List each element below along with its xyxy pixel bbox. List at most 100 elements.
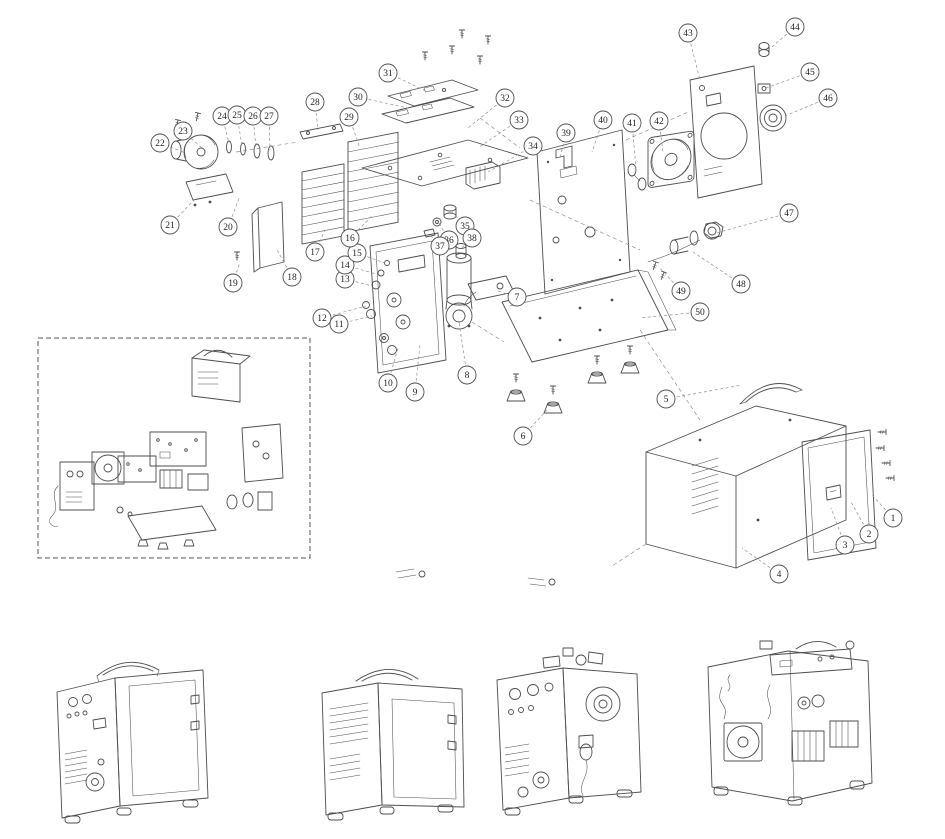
svg-text:44: 44 [790,23,800,33]
svg-text:27: 27 [264,112,274,122]
leader-line-50 [639,311,701,319]
svg-text:30: 30 [353,93,363,103]
torch-connector-art [647,221,724,281]
svg-text:29: 29 [344,113,354,123]
leader-line-13 [344,278,373,287]
svg-text:45: 45 [805,68,815,78]
callout-14: 14 [335,255,355,275]
svg-text:43: 43 [683,29,693,39]
svg-text:26: 26 [248,112,258,122]
top-screws [421,29,492,65]
svg-text:8: 8 [465,371,470,381]
svg-text:31: 31 [383,69,393,79]
callout-1: 1 [883,508,903,528]
svg-text:3: 3 [843,541,848,551]
callout-30: 30 [348,87,368,107]
callout-3: 3 [835,535,855,555]
callout-44: 44 [785,17,805,37]
callout-4: 4 [769,564,789,584]
svg-text:40: 40 [598,116,608,126]
leader-line-23 [182,130,203,149]
svg-text:50: 50 [695,308,705,318]
callout-32: 32 [495,88,515,108]
cooling-fan-art [647,130,695,188]
callout-47: 47 [779,203,799,223]
callout-37: 37 [430,236,450,256]
svg-text:47: 47 [784,209,794,219]
svg-text:13: 13 [340,275,350,285]
callout-19: 19 [223,273,243,293]
svg-text:16: 16 [345,234,355,244]
leader-line-22 [159,142,184,153]
leader-line-5 [665,384,743,400]
callout-5: 5 [656,389,676,409]
callout-48: 48 [731,274,751,294]
callout-33: 33 [509,110,529,130]
mounting-bar-art [299,123,344,140]
callout-20: 20 [218,217,238,237]
pcb-boards-art [381,79,479,124]
svg-text:2: 2 [867,530,872,540]
svg-text:20: 20 [223,223,233,233]
view-front-left [56,661,209,824]
front-panel-art [362,232,447,374]
svg-text:28: 28 [310,98,320,108]
leader-line-7 [497,290,518,298]
svg-text:22: 22 [155,139,165,149]
svg-text:1: 1 [891,514,896,524]
callout-25: 25 [227,105,247,125]
callout-2: 2 [859,524,879,544]
svg-text:38: 38 [467,234,477,244]
svg-text:10: 10 [383,379,393,389]
leader-line-24 [221,115,230,144]
leader-line-39 [559,132,567,159]
callout-27: 27 [259,106,279,126]
heatsink-large-art [347,131,399,233]
callout-22: 22 [150,133,170,153]
svg-text:17: 17 [310,248,320,258]
callout-16: 16 [340,228,360,248]
callout-46: 46 [818,88,838,108]
callout-24: 24 [212,106,232,126]
callout-34: 34 [523,136,543,156]
rubber-feet-art [506,345,640,414]
leader-line-47 [715,212,790,234]
callout-28: 28 [305,92,325,112]
callout-23: 23 [173,121,193,141]
leader-line-48 [692,251,742,285]
mid-partition-panel-art [536,129,631,295]
rear-panel-art [689,65,763,199]
side-bracket-art [233,201,285,273]
callout-45: 45 [800,62,820,82]
callout-41: 41 [622,113,642,133]
svg-text:6: 6 [521,432,526,442]
callout-7: 7 [507,287,527,307]
svg-text:32: 32 [500,94,510,104]
callout-39: 39 [556,123,576,143]
svg-text:49: 49 [676,287,686,297]
svg-text:19: 19 [228,279,238,289]
callout-31: 31 [378,63,398,83]
leader-line-19 [232,261,241,284]
svg-text:15: 15 [352,249,362,259]
fan-motor-assembly-art [170,112,275,207]
svg-text:5: 5 [664,395,669,405]
svg-text:9: 9 [413,388,418,398]
small-cylinders-art [627,163,647,191]
callout-38: 38 [462,228,482,248]
small-electronic-parts-art [423,204,467,259]
callout-18: 18 [282,267,302,287]
svg-text:34: 34 [528,142,538,152]
callout-8: 8 [457,365,477,385]
callout-6: 6 [513,426,533,446]
svg-text:12: 12 [317,314,327,324]
svg-text:18: 18 [287,273,297,283]
svg-text:33: 33 [514,116,524,126]
callout-26: 26 [243,106,263,126]
svg-text:41: 41 [627,119,637,129]
svg-text:48: 48 [736,280,746,290]
inset-border [37,337,311,559]
callout-10: 10 [378,373,398,393]
leader-line-15 [356,252,386,264]
